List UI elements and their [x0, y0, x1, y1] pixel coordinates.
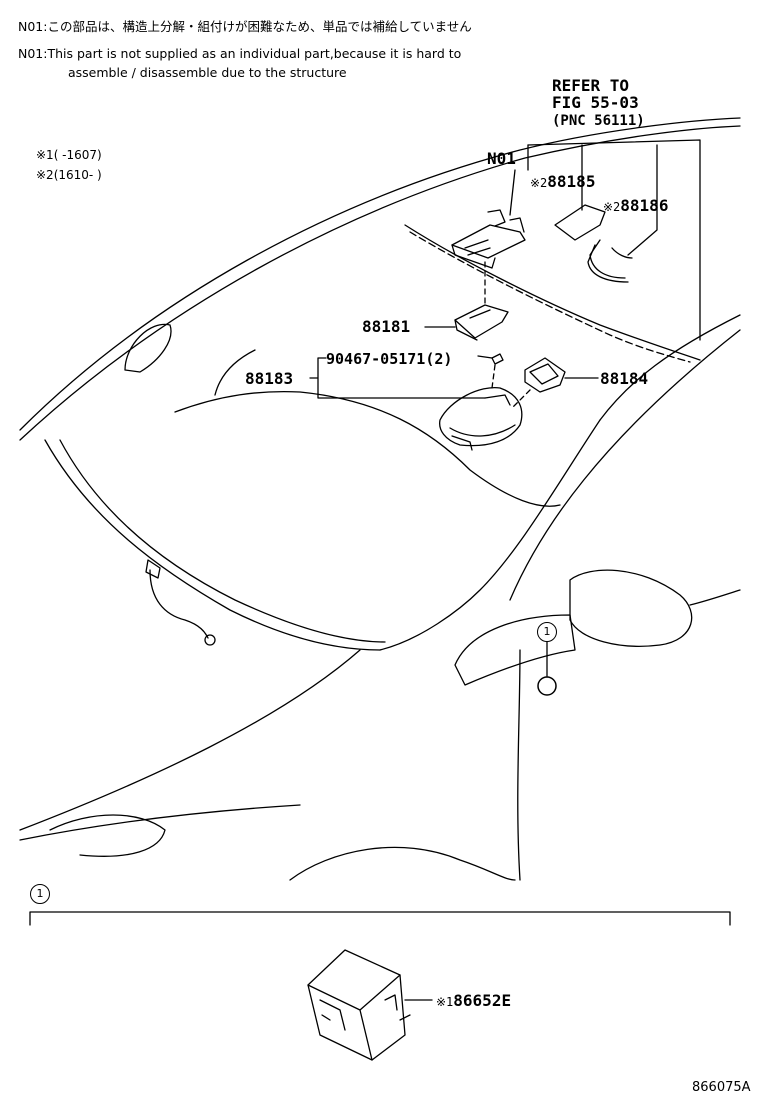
a-pillar-2	[509, 329, 741, 601]
refer-line3: (PNC 56111)	[552, 113, 645, 129]
screw-90467	[491, 353, 504, 365]
refer-line1: REFER TO	[552, 76, 630, 95]
label-86652e-number: 86652E	[453, 991, 512, 1010]
right-mirror	[569, 569, 693, 647]
part-86652e	[307, 949, 411, 1061]
label-88184: 88184	[600, 369, 649, 388]
leader-88186	[627, 144, 658, 256]
figure-id: 866075A	[692, 1080, 751, 1095]
section-callout: 1	[30, 884, 50, 904]
note-en-line2: assemble / disassemble due to the struct…	[68, 65, 347, 80]
leader-n01	[509, 169, 516, 216]
part-88186-harness	[587, 239, 633, 283]
refer-line2: FIG 55-03	[552, 93, 639, 112]
label-88185-mark: ※2	[530, 176, 548, 190]
detail-callout: 1	[537, 622, 557, 642]
body-side-line	[689, 589, 741, 606]
label-88181: 88181	[362, 317, 411, 336]
label-n01: N01	[487, 149, 516, 168]
cable-connector	[204, 634, 216, 646]
part-88184-cover	[524, 357, 566, 393]
roof-outline-inner	[19, 125, 741, 441]
cable-clip	[145, 559, 161, 579]
label-86652e: ※186652E	[436, 992, 511, 1011]
label-88186: ※288186	[603, 197, 668, 216]
leader-88183-bracket	[309, 357, 486, 399]
windshield-top-dashed	[409, 231, 691, 363]
align-dash-3	[511, 389, 531, 409]
label-88185: ※288185	[530, 173, 595, 192]
windshield-left-frame	[44, 439, 381, 651]
hood-line	[19, 649, 361, 831]
left-mirror	[124, 323, 172, 373]
label-90467: 90467-05171(2)	[326, 350, 453, 368]
windshield-bottom	[379, 419, 601, 651]
note-en-line1: N01:This part is not supplied as an indi…	[18, 46, 462, 61]
note-jp: N01:この部品は、構造上分解・組付けが困難なため、単品では補給していません	[18, 19, 472, 34]
part-88183-console	[439, 386, 523, 451]
label-88186-mark: ※2	[603, 200, 621, 214]
roof-outline	[19, 117, 741, 431]
cable-left	[149, 569, 209, 639]
legend-item-2: ※2(1610- )	[36, 168, 102, 182]
fender-curve	[289, 846, 516, 881]
part-n01-bracket	[451, 209, 526, 269]
a-pillar	[599, 314, 741, 421]
hood-line-2	[19, 804, 301, 841]
dashboard-left	[214, 349, 256, 396]
label-88183: 88183	[245, 369, 294, 388]
leader-90467	[477, 355, 493, 359]
part-88181	[454, 304, 509, 341]
align-dash-2	[491, 364, 496, 389]
right-mirror-base	[454, 614, 576, 686]
label-88186-number: 88186	[620, 196, 669, 215]
label-86652e-mark: ※1	[436, 995, 454, 1009]
windshield-top	[404, 224, 701, 361]
windshield-left-frame-inner	[59, 439, 386, 643]
label-88185-number: 88185	[547, 172, 596, 191]
section-frame	[29, 911, 731, 926]
part-88185-plate	[554, 204, 606, 241]
headlight-curve	[49, 814, 166, 857]
fender-line	[517, 649, 521, 881]
dashboard-top	[174, 390, 561, 507]
detail-target-circle	[537, 676, 557, 696]
legend-item-1: ※1( -1607)	[36, 148, 102, 162]
leader-refer	[527, 139, 701, 341]
